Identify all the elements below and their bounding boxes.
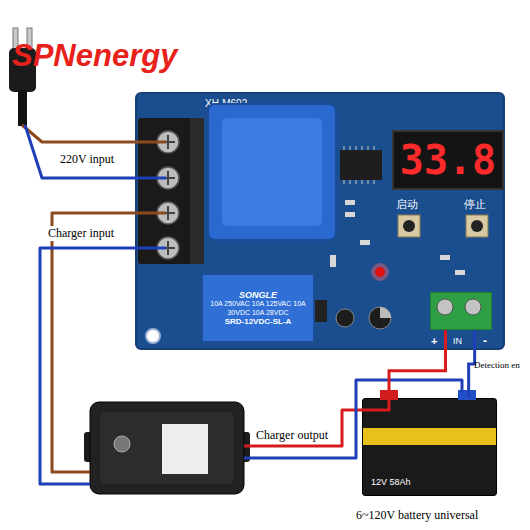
terminal-ridge	[190, 118, 204, 264]
terminal-screw	[437, 299, 453, 315]
diode	[315, 300, 327, 322]
detection-wire	[389, 330, 446, 398]
button-cap	[403, 220, 415, 232]
battery: 12V 58Ah	[362, 398, 497, 496]
mains-neutral-wire	[25, 125, 166, 178]
plug-prong	[27, 28, 32, 50]
node-text: 12V 58Ah	[371, 477, 411, 487]
ic-chip	[340, 150, 382, 180]
wire-label: Charger output	[254, 428, 330, 443]
node-text: 10A 250VAC 10A 125VAC 10A 30VDC 10A 28VD…	[205, 300, 311, 316]
charger-input-wire	[40, 248, 166, 484]
chip-pins	[344, 146, 374, 184]
charger-knob	[114, 436, 130, 452]
power-plug	[9, 48, 36, 92]
capacitor-stripe	[380, 307, 391, 318]
push-button	[466, 215, 488, 237]
terminal-screws	[157, 131, 179, 259]
charger-sticker	[162, 424, 208, 474]
node-text: SRD-12VDC-SL-A	[225, 317, 292, 326]
charger-input-wire	[52, 213, 166, 472]
mains-live-wire	[22, 125, 166, 142]
wire-label: 220V input	[58, 152, 116, 167]
charger-output-minus	[244, 380, 462, 458]
charger-output-plus	[244, 398, 389, 446]
capacitor	[369, 307, 391, 329]
watermark: SPNenergy	[12, 38, 177, 74]
edge-label: Detection en	[474, 360, 520, 370]
plug-cord	[18, 90, 27, 126]
plug-prong	[13, 28, 18, 50]
smd-parts	[330, 200, 465, 275]
screw-terminal-strip	[138, 118, 204, 264]
node-text: +	[431, 335, 437, 347]
wire-path	[389, 330, 446, 398]
caption-text: 6~120V battery universal	[356, 508, 478, 523]
node-text: SONGLE	[239, 290, 277, 300]
wire-path	[469, 330, 475, 398]
wire-label: Charger input	[46, 226, 116, 241]
push-button	[398, 215, 420, 237]
led	[375, 267, 385, 277]
relay: SONGLE10A 250VAC 10A 125VAC 10A 30VDC 10…	[202, 274, 314, 342]
screw-slots	[161, 135, 175, 255]
capacitor	[336, 309, 354, 327]
node-text: 33.8	[400, 140, 496, 180]
detection-wire	[469, 330, 475, 398]
transformer	[208, 104, 336, 240]
led-glow	[371, 263, 389, 281]
charger-face	[100, 412, 234, 484]
node-text: -	[483, 334, 487, 348]
mounting-hole	[146, 329, 160, 343]
transformer-top	[222, 118, 322, 226]
battery-charger	[90, 402, 244, 494]
led-display: 33.8	[392, 130, 504, 190]
node-text: IN	[453, 336, 462, 346]
button-cap	[471, 220, 483, 232]
terminal-screw	[465, 299, 481, 315]
